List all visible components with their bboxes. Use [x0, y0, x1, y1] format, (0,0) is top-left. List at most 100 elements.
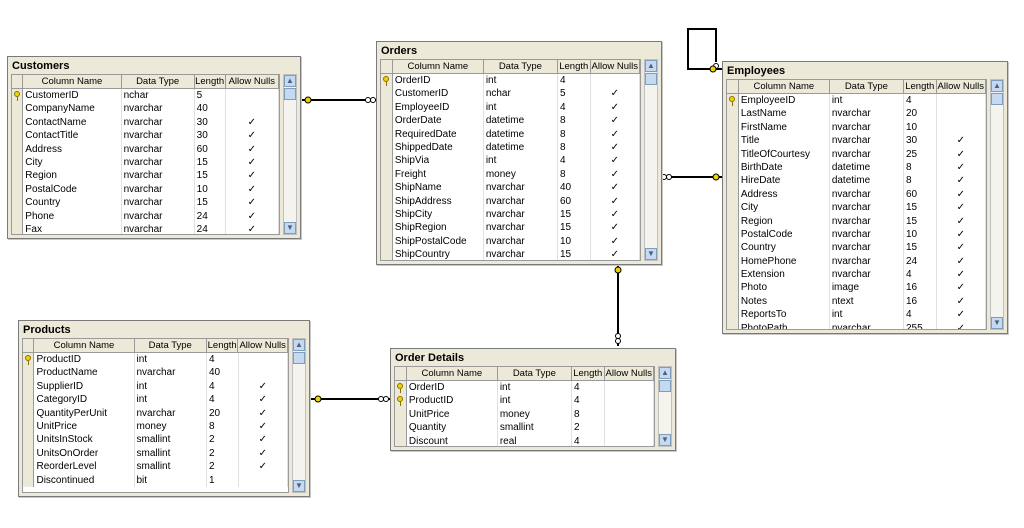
cell-nulls[interactable]: ✓ [937, 134, 986, 148]
cell-nulls[interactable]: ✓ [226, 142, 279, 156]
scroll-thumb[interactable] [645, 73, 657, 85]
cell-len[interactable]: 2 [207, 433, 239, 447]
cell-name[interactable]: HireDate [739, 174, 830, 188]
cell-name[interactable]: PostalCode [739, 227, 830, 242]
cell-len[interactable]: 4 [207, 353, 239, 367]
cell-nulls[interactable]: ✓ [239, 433, 288, 447]
cell-len[interactable]: 40 [558, 181, 591, 195]
cell-len[interactable]: 4 [572, 434, 605, 446]
row-selector[interactable] [12, 222, 24, 234]
cell-len[interactable]: 15 [195, 155, 226, 170]
cell-name[interactable]: Address [23, 142, 122, 156]
cell-name[interactable]: UnitsOnOrder [34, 446, 135, 461]
cell-type[interactable]: int [830, 308, 904, 322]
scroll-thumb[interactable] [293, 352, 305, 364]
cell-len[interactable]: 15 [558, 248, 591, 260]
row-selector[interactable] [727, 107, 739, 121]
cell-type[interactable]: int [484, 154, 558, 168]
cell-nulls[interactable]: ✓ [591, 221, 640, 235]
cell-len[interactable]: 60 [195, 142, 226, 156]
cell-len[interactable]: 2 [207, 460, 239, 474]
row-selector[interactable] [12, 89, 24, 103]
cell-len[interactable]: 16 [904, 281, 937, 295]
cell-name[interactable]: ContactName [23, 115, 122, 130]
row-selector[interactable] [395, 434, 407, 446]
cell-nulls[interactable]: ✓ [239, 406, 288, 420]
cell-type[interactable]: int [135, 393, 207, 407]
row-selector[interactable] [395, 421, 407, 435]
row-selector[interactable] [381, 221, 393, 235]
cell-len[interactable]: 40 [207, 366, 239, 380]
cell-type[interactable]: datetime [484, 127, 558, 141]
cell-name[interactable]: ReportsTo [739, 308, 830, 322]
cell-len[interactable]: 60 [904, 187, 937, 202]
header-data-type[interactable]: Data Type [484, 60, 558, 73]
cell-name[interactable]: LastName [739, 107, 830, 121]
row-selector[interactable] [727, 227, 739, 242]
cell-type[interactable]: money [498, 407, 572, 422]
row-selector[interactable] [381, 127, 393, 141]
cell-nulls[interactable]: ✓ [226, 209, 279, 223]
cell-name[interactable]: OrderID [407, 381, 498, 395]
cell-nulls[interactable]: ✓ [226, 115, 279, 130]
cell-nulls[interactable] [605, 421, 654, 435]
cell-name[interactable]: Country [739, 241, 830, 255]
cell-nulls[interactable]: ✓ [937, 160, 986, 175]
cell-type[interactable]: nvarchar [122, 209, 195, 223]
cell-nulls[interactable]: ✓ [937, 294, 986, 309]
cell-len[interactable]: 15 [195, 196, 226, 210]
row-selector[interactable] [727, 241, 739, 255]
cell-len[interactable]: 20 [904, 107, 937, 121]
cell-type[interactable]: money [135, 419, 207, 434]
cell-type[interactable]: real [498, 434, 572, 446]
cell-name[interactable]: OrderID [393, 74, 484, 88]
cell-type[interactable]: nvarchar [484, 207, 558, 222]
cell-type[interactable]: int [498, 381, 572, 395]
cell-name[interactable]: FirstName [739, 120, 830, 135]
scroll-up-arrow-icon[interactable]: ▲ [659, 367, 671, 379]
cell-name[interactable]: Address [739, 187, 830, 202]
cell-len[interactable]: 8 [558, 140, 591, 155]
cell-nulls[interactable]: ✓ [239, 446, 288, 461]
scroll-down-arrow-icon[interactable]: ▼ [991, 317, 1003, 329]
header-col-name[interactable]: Column Name [23, 75, 122, 88]
cell-name[interactable]: ShipName [393, 181, 484, 195]
row-selector[interactable] [23, 379, 35, 394]
cell-type[interactable]: nvarchar [122, 102, 195, 116]
header-length[interactable]: Length [207, 339, 239, 352]
cell-len[interactable]: 8 [558, 127, 591, 141]
header-allow-nulls[interactable]: Allow Nulls [937, 80, 986, 93]
row-selector[interactable] [727, 281, 739, 295]
cell-len[interactable]: 4 [904, 94, 937, 108]
row-selector[interactable] [12, 209, 24, 223]
row-selector[interactable] [395, 407, 407, 422]
cell-len[interactable]: 15 [195, 169, 226, 183]
relationship-products-orderdetails[interactable] [310, 395, 390, 403]
cell-len[interactable]: 4 [904, 308, 937, 322]
cell-name[interactable]: RequiredDate [393, 127, 484, 141]
row-selector[interactable] [381, 181, 393, 195]
cell-name[interactable]: BirthDate [739, 160, 830, 175]
cell-type[interactable]: smallint [135, 460, 207, 474]
